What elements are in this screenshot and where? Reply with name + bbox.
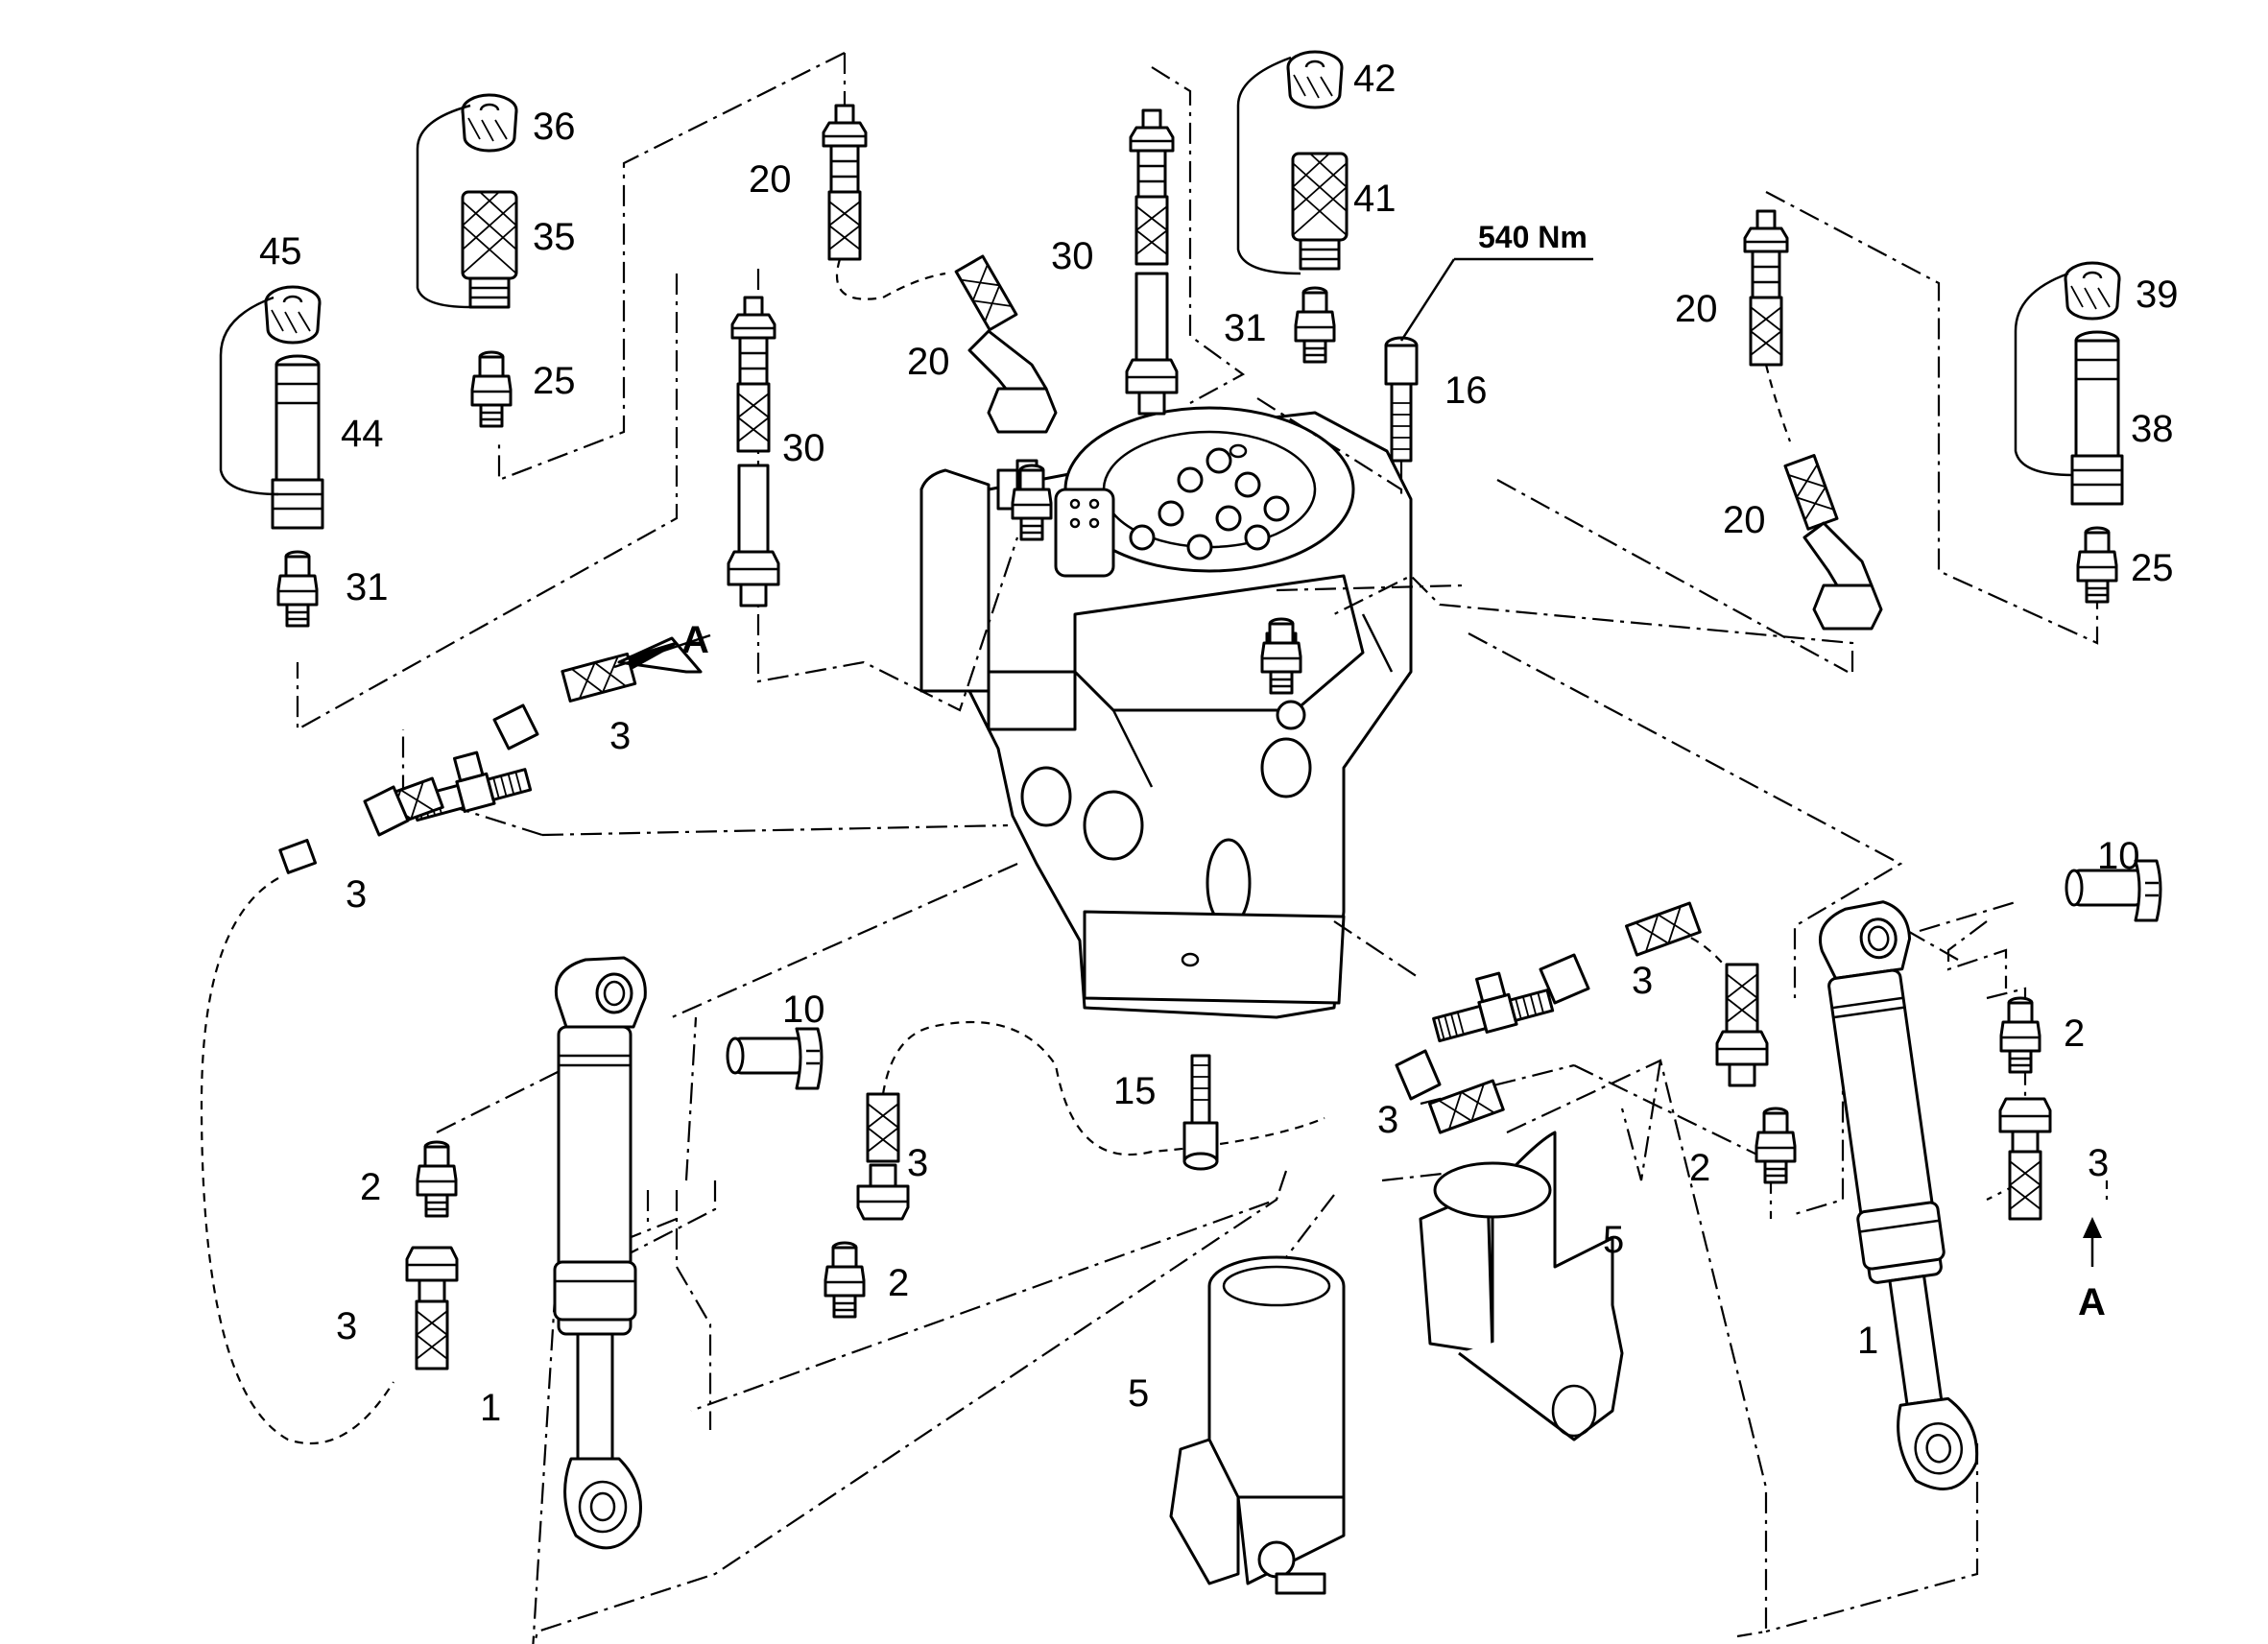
callout-A: A	[2078, 1281, 2106, 1323]
pin-10-left	[726, 1027, 824, 1090]
callout-42: 42	[1353, 58, 1397, 100]
callout-10: 10	[782, 989, 825, 1031]
callout-3: 3	[907, 1142, 928, 1184]
callout-2: 2	[2064, 1013, 2085, 1055]
fitting-25-right	[2076, 526, 2118, 604]
fitting-2-center-left	[824, 1241, 866, 1319]
callout-1: 1	[1857, 1320, 1878, 1362]
callout-3: 3	[609, 715, 631, 757]
callout-20: 20	[907, 341, 950, 383]
fitting-2-left	[416, 1140, 458, 1218]
callout-30: 30	[782, 427, 825, 469]
callout-31: 31	[346, 566, 389, 608]
hose-3-left-upper	[492, 633, 711, 751]
callout-3: 3	[336, 1305, 357, 1347]
callout-45: 45	[259, 230, 302, 273]
callout-31: 31	[1224, 307, 1267, 349]
callout-5: 5	[1128, 1372, 1149, 1415]
callout-5: 5	[1603, 1219, 1624, 1261]
coupler-42-41	[1236, 50, 1349, 275]
hydraulic-cylinder-left	[553, 956, 647, 1550]
callout-36: 36	[533, 106, 576, 148]
fitting-2-right-b	[1999, 996, 2041, 1074]
coupler-39-38	[2014, 261, 2124, 506]
callout-3: 3	[1632, 960, 1653, 1002]
fitting-2-right-a	[1755, 1107, 1797, 1184]
callout-25: 25	[2131, 547, 2174, 589]
clamp-5-center	[1169, 1255, 1346, 1595]
bolt-15	[1182, 1054, 1219, 1171]
callout-3: 3	[1377, 1099, 1398, 1141]
hose-3-right-lower	[1395, 1049, 1505, 1134]
callout-3: 3	[2088, 1142, 2109, 1184]
clamp-5-right	[1419, 1131, 1624, 1441]
callout-labels: 45 36 35 25 44 31 20 30 20 30 42 41 31 1…	[259, 58, 2179, 1429]
callout-20: 20	[749, 158, 792, 201]
coupler-36-35	[416, 93, 518, 309]
hose-20-top-left	[822, 104, 868, 261]
hose-30-left	[727, 296, 780, 608]
callout-25: 25	[533, 360, 576, 402]
fitting-31-left	[276, 550, 319, 628]
hose-20-bent-top	[954, 254, 1058, 434]
hose-20-right-bent	[1783, 454, 1883, 631]
callout-41: 41	[1353, 178, 1397, 220]
callout-2: 2	[1689, 1147, 1710, 1189]
torque-label: 540 Nm	[1478, 220, 1588, 254]
callout-38: 38	[2131, 408, 2174, 450]
callout-16: 16	[1444, 369, 1488, 412]
callout-44: 44	[341, 413, 384, 455]
bolt-16	[1384, 257, 1593, 463]
callout-20: 20	[1675, 288, 1718, 330]
callout-2: 2	[888, 1262, 909, 1304]
hose-3-right-far	[1998, 1097, 2102, 1267]
callout-A: A	[681, 619, 709, 661]
swing-housing	[919, 406, 1413, 1019]
hose-30-top-center	[1125, 108, 1179, 416]
hose-3-left-lower	[278, 776, 444, 874]
coupler-45-44	[219, 285, 324, 530]
tee-fitting-right	[1424, 961, 1556, 1046]
hose-20-right-top	[1743, 209, 1789, 367]
hose-3-center-left	[856, 1092, 910, 1221]
callout-20: 20	[1723, 499, 1766, 541]
callout-3: 3	[346, 873, 367, 916]
callout-30: 30	[1051, 235, 1094, 277]
callout-1: 1	[480, 1387, 501, 1429]
callout-2: 2	[360, 1166, 381, 1208]
fitting-31-right	[1294, 286, 1336, 364]
callout-39: 39	[2136, 274, 2179, 316]
hydraulic-cylinder-right	[1813, 897, 1989, 1498]
fitting-25-left	[470, 350, 513, 428]
hose-3-left-short	[405, 1246, 459, 1370]
hose-3-right-vertical	[1715, 963, 1769, 1087]
callout-15: 15	[1113, 1070, 1157, 1112]
hose-3-right-upper	[1539, 901, 1702, 1005]
callout-35: 35	[533, 216, 576, 258]
callout-10: 10	[2097, 835, 2140, 877]
